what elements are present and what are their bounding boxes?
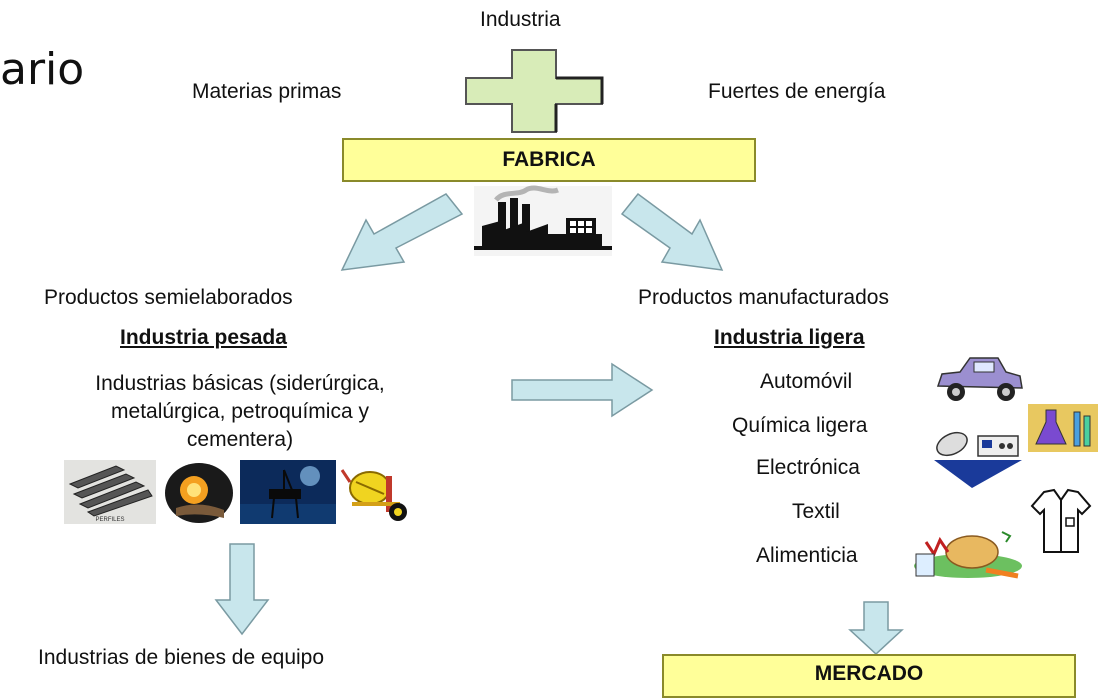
light-industry-heading: Industria ligera — [714, 326, 865, 349]
capital-goods-label: Industrias de bienes de equipo — [38, 646, 325, 669]
basic-industries-text: Industrias básicas (siderúrgica, metalúr… — [20, 370, 460, 454]
molten-metal-icon — [165, 463, 233, 523]
food-plate-icon — [914, 531, 1022, 579]
factory-box: FABRICA — [342, 138, 756, 182]
semi-products-label: Productos semielaborados — [44, 286, 293, 309]
basic-industries-line-1: Industrias básicas (siderúrgica, — [95, 372, 385, 395]
basic-industries-line-2: metalúrgica, petroquímica y — [111, 400, 369, 423]
shirt-icon — [1030, 488, 1092, 553]
title-fragment: ario — [0, 44, 85, 95]
arrow-down-right — [620, 192, 724, 271]
arrow-right — [511, 362, 654, 418]
market-box: MERCADO — [662, 654, 1076, 698]
raw-materials-label: Materias primas — [192, 80, 342, 103]
factory-icon — [474, 185, 612, 256]
light-item-electronica: Electrónica — [756, 456, 860, 479]
light-item-quimica: Química ligera — [732, 414, 868, 437]
arrow-down-left — [340, 193, 464, 271]
steel-bars-icon: PERFILES — [64, 460, 156, 524]
light-item-alimenticia: Alimenticia — [756, 544, 858, 567]
basic-industries-line-3: cementera) — [186, 428, 294, 451]
industry-label: Industria — [480, 8, 561, 31]
cement-mixer-icon — [340, 469, 407, 521]
energy-sources-label: Fuertes de energía — [708, 80, 886, 103]
heavy-industry-heading: Industria pesada — [120, 326, 287, 349]
electronics-icon — [934, 431, 1022, 488]
light-item-textil: Textil — [792, 500, 840, 523]
arrow-down-right-column — [848, 601, 904, 656]
chemistry-flask-icon — [1028, 404, 1098, 452]
svg-text:PERFILES: PERFILES — [95, 517, 124, 523]
oil-platform-icon — [240, 460, 336, 524]
plus-icon — [465, 49, 604, 133]
light-item-automovil: Automóvil — [760, 370, 853, 393]
arrow-down-left-column — [214, 543, 270, 636]
car-icon — [936, 357, 1023, 401]
manufactured-label: Productos manufacturados — [638, 286, 889, 309]
